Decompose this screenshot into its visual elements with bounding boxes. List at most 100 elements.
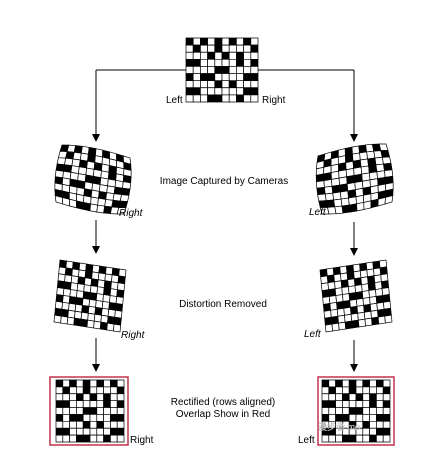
- rectified-left-chessboard: [55, 379, 125, 443]
- grid-cell-empty: [192, 51, 201, 60]
- grid-cell-filled: [89, 393, 98, 402]
- grid-cell-filled: [82, 434, 91, 443]
- grid-cell-empty: [328, 407, 336, 415]
- grid-cell-empty: [60, 315, 69, 325]
- grid-cell-empty: [328, 393, 336, 402]
- grid-cell-empty: [384, 314, 393, 324]
- grid-cell-empty: [76, 400, 84, 408]
- grid-cell-filled: [69, 414, 77, 422]
- grid-cell-empty: [228, 51, 237, 60]
- grid-cell-empty: [62, 414, 70, 422]
- grid-cell-filled: [192, 58, 201, 67]
- grid-cell-filled: [89, 407, 98, 415]
- grid-cell-empty: [76, 420, 84, 429]
- grid-cell-empty: [55, 434, 64, 443]
- grid-cell-empty: [362, 434, 370, 443]
- grid-cell-empty: [382, 420, 391, 429]
- grid-cell-filled: [80, 318, 89, 328]
- grid-cell-empty: [363, 200, 372, 210]
- grid-cell-filled: [371, 316, 380, 326]
- grid-cell-empty: [185, 44, 194, 53]
- grid-cell-empty: [355, 386, 364, 395]
- grid-cell-empty: [69, 427, 77, 436]
- grid-cell-empty: [55, 386, 64, 395]
- grid-cell-empty: [324, 192, 335, 202]
- grid-cell-filled: [236, 51, 244, 60]
- grid-cell-empty: [200, 94, 208, 103]
- grid-cell-empty: [342, 400, 350, 408]
- grid-cell-empty: [328, 434, 336, 443]
- grid-cell-empty: [207, 87, 216, 96]
- grid-cell-filled: [382, 414, 391, 422]
- grid-cell-empty: [53, 314, 62, 324]
- grid-cell-empty: [69, 434, 77, 443]
- grid-cell-filled: [55, 427, 64, 436]
- grid-cell-filled: [328, 386, 336, 395]
- grid-cell-empty: [96, 386, 104, 395]
- grid-cell-filled: [96, 420, 104, 429]
- grid-cell-filled: [362, 420, 370, 429]
- grid-cell-empty: [355, 434, 364, 443]
- grid-cell-empty: [321, 386, 330, 395]
- undistorted-right-tag: Left: [304, 329, 322, 340]
- grid-cell-empty: [377, 315, 386, 325]
- grid-cell-empty: [185, 66, 194, 74]
- grid-cell-empty: [228, 44, 237, 53]
- grid-cell-empty: [362, 393, 370, 402]
- grid-cell-empty: [55, 407, 64, 415]
- grid-cell-filled: [82, 407, 91, 415]
- grid-cell-empty: [335, 407, 343, 415]
- grid-cell-filled: [342, 434, 350, 443]
- grid-cell-filled: [192, 44, 201, 53]
- grid-cell-empty: [214, 51, 223, 60]
- grid-cell-filled: [82, 386, 91, 395]
- grid-cell-filled: [214, 44, 223, 53]
- grid-cell-filled: [376, 379, 384, 388]
- grid-cell-empty: [335, 386, 343, 395]
- grid-cell-filled: [103, 393, 111, 402]
- grid-cell-empty: [382, 379, 391, 388]
- grid-cell-filled: [55, 400, 64, 408]
- grid-cell-filled: [185, 58, 194, 67]
- grid-cell-empty: [89, 434, 98, 443]
- grid-cell-filled: [82, 420, 91, 429]
- undistorted-caption: Distortion Removed: [179, 299, 267, 310]
- grid-cell-filled: [243, 37, 252, 46]
- grid-cell-empty: [110, 393, 118, 402]
- grid-cell-empty: [355, 414, 364, 422]
- grid-cell-filled: [116, 414, 125, 422]
- grid-cell-empty: [103, 427, 111, 436]
- grid-cell-filled: [103, 434, 111, 443]
- grid-cell-empty: [76, 386, 84, 395]
- grid-cell-empty: [62, 420, 70, 429]
- grid-cell-empty: [317, 193, 327, 202]
- grid-cell-empty: [362, 407, 370, 415]
- rectified-caption-line-1: Rectified (rows aligned): [171, 397, 276, 408]
- grid-cell-empty: [362, 414, 370, 422]
- grid-cell-filled: [103, 400, 111, 408]
- grid-cell-empty: [348, 393, 357, 402]
- grid-cell-empty: [221, 87, 230, 96]
- grid-cell-filled: [355, 393, 364, 402]
- grid-cell-empty: [324, 185, 334, 195]
- undistorted-left-tag: Right: [121, 330, 146, 341]
- grid-cell-filled: [250, 58, 259, 67]
- grid-cell-filled: [351, 319, 360, 329]
- grid-cell-filled: [382, 400, 391, 408]
- captured-left-tag: Right: [119, 208, 144, 219]
- rectified-right-frame: [317, 376, 395, 446]
- grid-cell-empty: [369, 407, 377, 415]
- grid-cell-empty: [340, 197, 350, 207]
- grid-cell-empty: [328, 379, 336, 388]
- grid-cell-empty: [236, 37, 244, 46]
- grid-cell-empty: [119, 194, 130, 202]
- stage1-arrows: [92, 220, 358, 256]
- grid-cell-empty: [236, 44, 244, 53]
- grid-cell-empty: [89, 400, 98, 408]
- grid-cell-filled: [118, 200, 129, 209]
- grid-cell-filled: [316, 186, 326, 196]
- grid-cell-empty: [116, 407, 125, 415]
- grid-cell-empty: [243, 80, 252, 89]
- grid-cell-filled: [348, 407, 357, 415]
